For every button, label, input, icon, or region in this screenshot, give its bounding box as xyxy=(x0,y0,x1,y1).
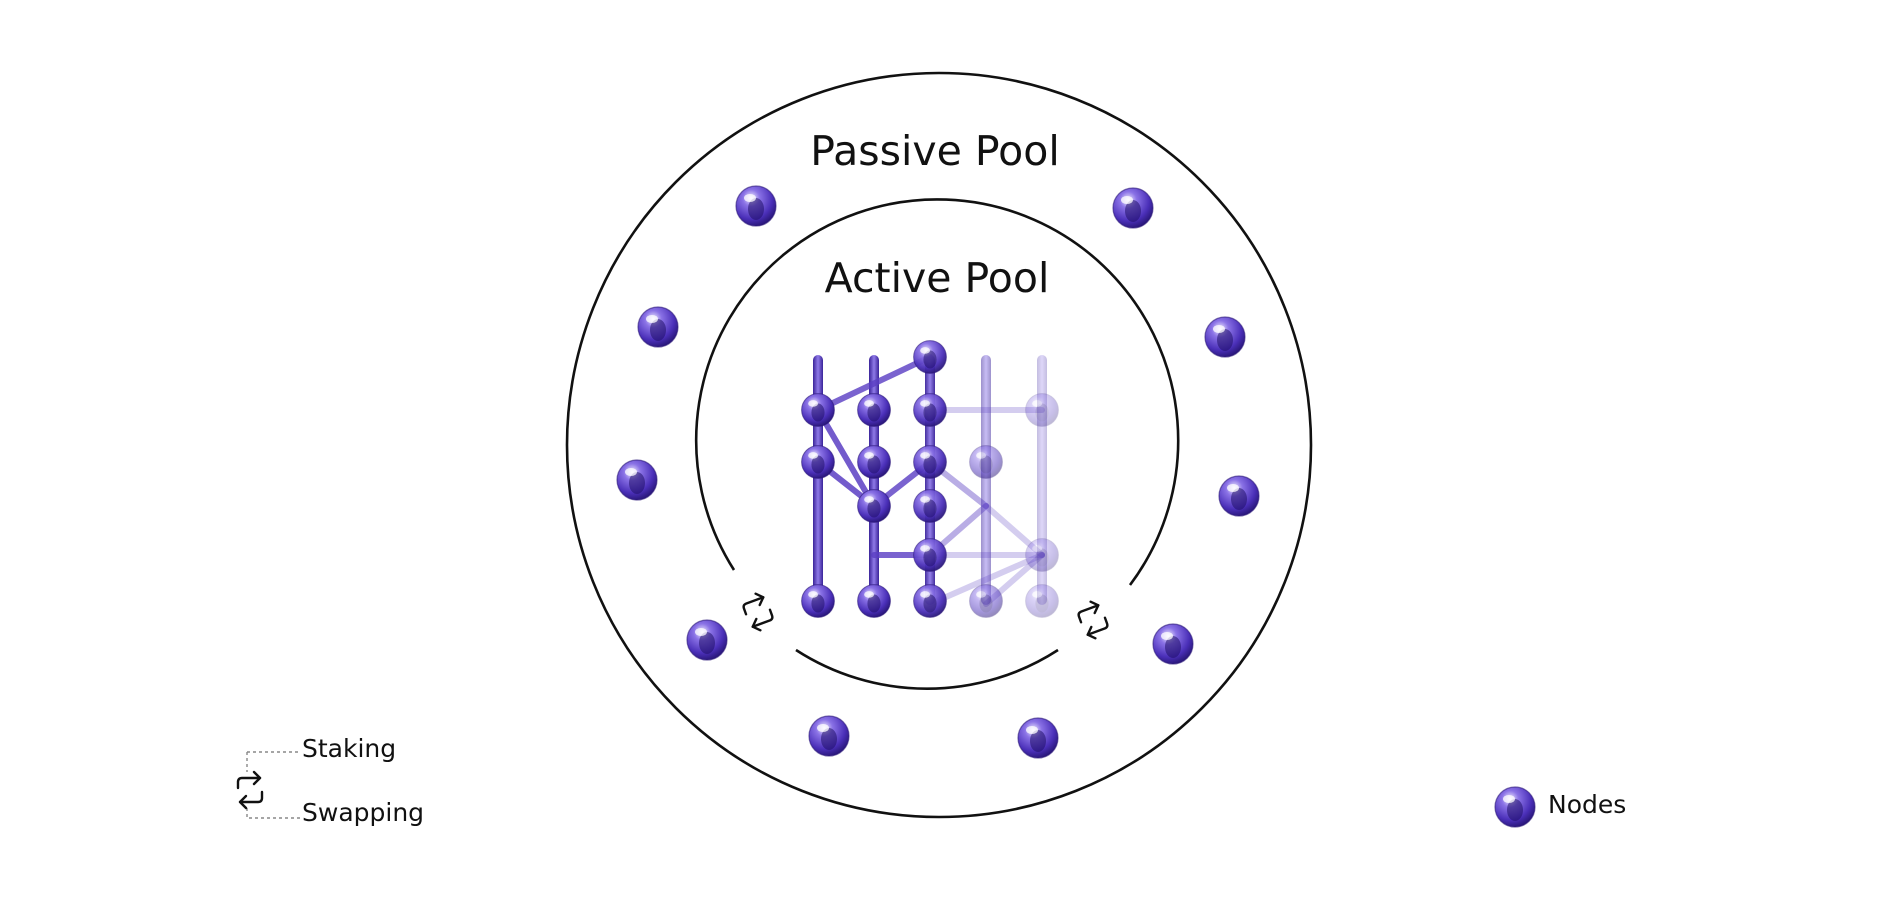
lattice-node xyxy=(857,393,891,427)
passive-pool-title: Passive Pool xyxy=(810,127,1059,175)
passive-node xyxy=(1218,475,1260,517)
lattice-node xyxy=(913,584,947,618)
lattice-link xyxy=(927,552,1045,607)
lattice-link xyxy=(815,407,877,509)
legend-nodes-label: Nodes xyxy=(1548,790,1627,819)
passive-node xyxy=(1112,187,1154,229)
passive-pool-ring xyxy=(565,71,1313,819)
lattice-node xyxy=(913,445,947,479)
passive-node xyxy=(616,459,658,501)
lattice-node xyxy=(801,393,835,427)
passive-node xyxy=(637,306,679,348)
legend-swapping-label: Swapping xyxy=(302,798,425,827)
lattice-node xyxy=(969,445,1003,479)
passive-node xyxy=(808,715,850,757)
lattice-node xyxy=(857,489,891,523)
lattice-node xyxy=(857,445,891,479)
legend-node-icon xyxy=(1494,786,1536,828)
lattice-node xyxy=(801,445,835,479)
lattice-link xyxy=(815,354,933,413)
lattice-rod xyxy=(981,355,991,605)
legend-swap-bracket xyxy=(236,751,300,819)
passive-node xyxy=(1017,717,1059,759)
lattice-node xyxy=(913,538,947,572)
passive-node xyxy=(1204,316,1246,358)
legend-staking-label: Staking xyxy=(302,734,397,763)
lattice-node xyxy=(1025,393,1059,427)
passive-node xyxy=(735,185,777,227)
active-pool-ring xyxy=(694,198,1180,586)
active-pool-title: Active Pool xyxy=(825,254,1050,302)
active-pool-lattice xyxy=(801,340,1059,618)
lattice-node xyxy=(857,584,891,618)
passive-node xyxy=(1152,623,1194,665)
lattice-node xyxy=(913,340,947,374)
lattice-rod xyxy=(869,355,879,605)
passive-node xyxy=(686,619,728,661)
swap-icon-left xyxy=(739,589,777,635)
lattice-node xyxy=(913,489,947,523)
lattice-node xyxy=(801,584,835,618)
lattice-rod xyxy=(813,355,823,605)
lattice-node xyxy=(913,393,947,427)
lattice-node xyxy=(1025,538,1059,572)
lattice-node xyxy=(1025,584,1059,618)
lattice-node xyxy=(969,584,1003,618)
active-pool-ring-bottom-arc xyxy=(795,648,1059,691)
swap-icon-right xyxy=(1074,597,1112,643)
legend-swap-icon xyxy=(236,770,264,810)
